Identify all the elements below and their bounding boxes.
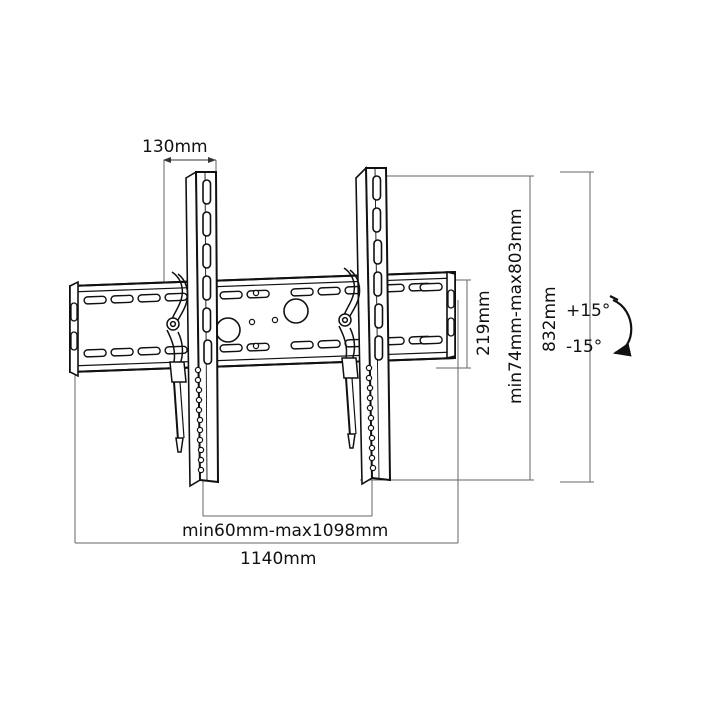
tilt-mechanism-left [166,271,189,453]
vertical-rail-right [355,166,392,486]
vertical-rail-left [185,170,220,488]
tilt-arrow-icon [609,295,633,357]
dimension-label-plate-height: 219mm [474,290,494,356]
dimension-label-depth: 130mm [142,137,208,157]
dimension-label-rail-spacing-range: min60mm-max1098mm [182,521,389,541]
dimension-label-mount-height-range: min74mm-max803mm [506,208,526,404]
tilt-mechanism-right [338,267,361,449]
wall-plate [69,270,456,378]
dimension-label-overall-height: 832mm [540,286,560,352]
dimension-label-overall-width: 1140mm [240,549,317,569]
dimension-lines [74,157,594,544]
tilt-label-down: -15° [566,337,603,357]
tilt-label-up: +15° [566,301,611,321]
